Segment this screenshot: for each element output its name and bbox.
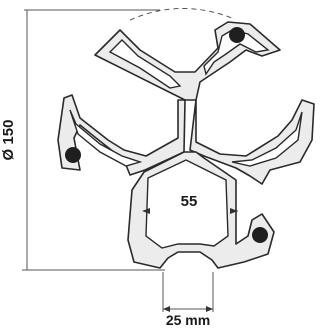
left-arm-slot xyxy=(69,109,143,167)
screw-hole-bottom xyxy=(252,227,268,243)
bottom-dimension-label: 25 mm xyxy=(166,312,210,328)
profile-left-arm xyxy=(57,94,186,176)
arrowheads xyxy=(142,208,238,312)
screw-hole-left xyxy=(65,147,81,163)
inner-cavities xyxy=(69,29,303,249)
center-dimension-label: 55 xyxy=(181,193,198,210)
arrow-55-left xyxy=(142,208,150,214)
arrow-55-right xyxy=(230,208,238,214)
inner-hexagon-cavity xyxy=(145,159,229,249)
arrow-25-right xyxy=(206,306,213,312)
screw-holes xyxy=(65,27,268,243)
outer-circle-dashed-arc xyxy=(129,7,233,21)
profile-right-arm xyxy=(189,99,315,185)
arrow-25-left xyxy=(163,306,170,312)
diameter-label: Ø 150 xyxy=(0,120,17,161)
right-top-slot xyxy=(203,29,270,76)
top-arm-slot xyxy=(108,39,182,89)
screw-hole-top xyxy=(229,27,245,43)
right-arm-slot xyxy=(231,111,303,167)
profile-top-arm xyxy=(94,21,281,101)
